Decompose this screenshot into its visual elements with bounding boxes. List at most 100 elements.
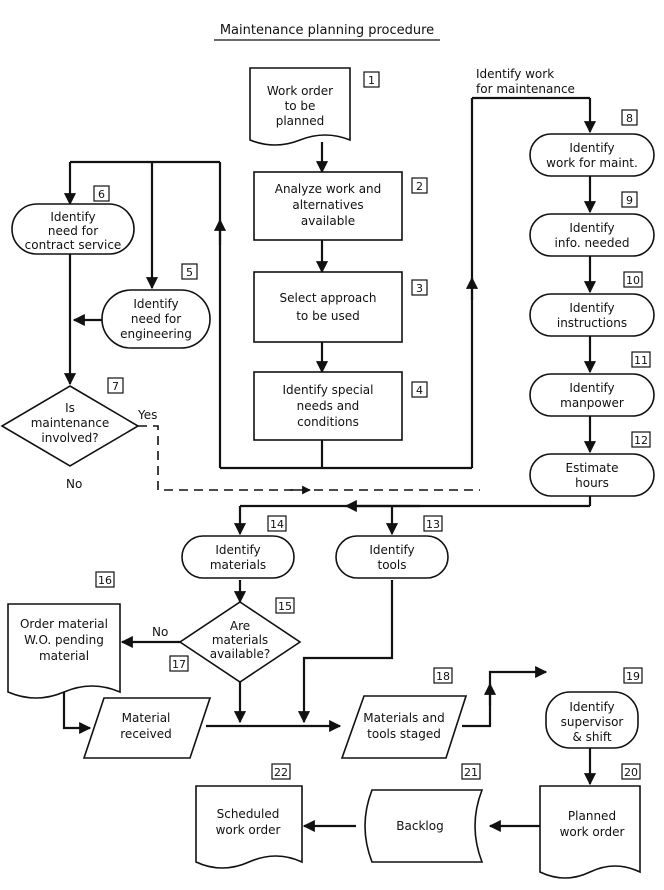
num-box-17: 17 [169, 655, 189, 672]
node-12-estimate-hours: Estimate hours [529, 453, 655, 497]
node-2-line-1: Analyze work and [275, 182, 382, 196]
node-5-engineering: Identify need for engineering [101, 289, 211, 349]
num-box-11: 11 [631, 351, 651, 368]
num-box-9: 9 [621, 191, 638, 208]
node-6-contract-service: Identify need for contract service [11, 203, 135, 255]
label-no-decision-7: No [66, 477, 82, 491]
svg-text:4: 4 [416, 384, 423, 397]
node-15-line-1: Are [230, 619, 250, 633]
node-19-line-3: & shift [572, 730, 611, 744]
num-box-8: 8 [621, 109, 638, 126]
svg-text:21: 21 [464, 766, 478, 779]
svg-text:19: 19 [626, 670, 640, 683]
node-20-line-2: work order [560, 825, 625, 839]
svg-text:3: 3 [416, 282, 423, 295]
node-18-line-2: tools staged [367, 727, 441, 741]
node-21-backlog: Backlog [364, 789, 484, 863]
svg-text:2: 2 [416, 180, 423, 193]
node-15-decision-materials: Are materials available? [178, 601, 302, 683]
svg-text:8: 8 [626, 112, 633, 125]
node-14-line-2: materials [210, 558, 266, 572]
svg-text:12: 12 [634, 434, 648, 447]
node-10-line-2: instructions [557, 316, 627, 330]
node-16-line-2: W.O. pending [24, 633, 104, 647]
num-box-3: 3 [411, 279, 428, 296]
num-box-14: 14 [267, 515, 287, 532]
node-20-line-1: Planned [568, 809, 616, 823]
node-18-line-1: Materials and [363, 711, 444, 725]
node-1-line-1: Work order [267, 84, 333, 98]
node-2-analyze-work: Analyze work and alternatives available [253, 171, 403, 241]
svg-text:18: 18 [436, 670, 450, 683]
node-10-instructions: Identify instructions [529, 293, 655, 337]
node-4-identify-special-needs: Identify special needs and conditions [253, 371, 403, 441]
num-box-10: 10 [623, 271, 643, 288]
node-3-select-approach: Select approach to be used [253, 271, 403, 343]
svg-text:10: 10 [626, 274, 640, 287]
num-box-5: 5 [181, 263, 198, 280]
svg-text:5: 5 [186, 266, 193, 279]
node-8-line-1: Identify [569, 141, 614, 155]
svg-text:7: 7 [112, 380, 119, 393]
label-identify-work-line-1: Identify work [476, 67, 554, 81]
node-12-line-1: Estimate [565, 461, 618, 475]
node-10-line-1: Identify [569, 301, 614, 315]
node-2-line-2: alternatives [292, 198, 363, 212]
node-11-manpower: Identify manpower [529, 373, 655, 417]
node-4-line-2: needs and [297, 399, 360, 413]
num-box-22: 22 [271, 763, 291, 780]
num-box-4: 4 [411, 381, 428, 398]
svg-text:14: 14 [270, 518, 284, 531]
node-7-line-1: Is [65, 401, 75, 415]
num-box-18: 18 [433, 667, 453, 684]
svg-text:11: 11 [634, 354, 648, 367]
label-yes: Yes [137, 408, 157, 422]
node-9-line-2: info. needed [555, 236, 630, 250]
node-5-line-1: Identify [133, 297, 178, 311]
num-box-7: 7 [107, 377, 124, 394]
num-box-6: 6 [93, 185, 110, 202]
label-identify-work-line-2: for maintenance [476, 82, 575, 96]
num-box-19: 19 [623, 667, 643, 684]
node-19-line-2: supervisor [561, 715, 624, 729]
node-17-material-received: Material received [82, 697, 212, 759]
node-16-order-material: Order material W.O. pending material [7, 603, 121, 699]
num-box-1: 1 [363, 71, 380, 88]
node-15-line-2: materials [212, 633, 268, 647]
node-7-line-3: involved? [41, 431, 98, 445]
node-22-line-1: Scheduled [217, 807, 280, 821]
svg-text:16: 16 [98, 574, 112, 587]
node-13-line-2: tools [378, 558, 407, 572]
node-9-line-1: Identify [569, 221, 614, 235]
node-3-line-2: to be used [296, 309, 360, 323]
node-12-line-2: hours [575, 476, 609, 490]
num-box-12: 12 [631, 431, 651, 448]
node-13-tools: Identify tools [335, 535, 449, 579]
node-17-line-2: received [120, 727, 171, 741]
svg-text:1: 1 [368, 74, 375, 87]
svg-text:9: 9 [626, 194, 633, 207]
node-16-line-1: Order material [20, 617, 108, 631]
svg-text:20: 20 [624, 766, 638, 779]
num-box-20: 20 [621, 763, 641, 780]
node-6-line-3: contract service [25, 238, 122, 252]
node-14-materials: Identify materials [181, 535, 295, 579]
num-box-13: 13 [423, 515, 443, 532]
step-number-boxes: 1 2 3 4 5 6 7 8 9 10 11 12 13 14 15 16 1… [93, 71, 651, 780]
node-5-line-2: need for [131, 312, 181, 326]
svg-text:6: 6 [98, 188, 105, 201]
node-6-line-1: Identify [50, 210, 95, 224]
node-7-decision-maintenance: Is maintenance involved? [0, 385, 140, 467]
node-13-line-1: Identify [369, 543, 414, 557]
svg-text:15: 15 [278, 600, 292, 613]
node-8-line-2: work for maint. [546, 156, 638, 170]
node-20-planned-work-order: Planned work order [539, 785, 641, 879]
node-8-work-for-maint: Identify work for maint. [529, 133, 655, 177]
node-9-info-needed: Identify info. needed [529, 213, 655, 257]
node-4-line-3: conditions [297, 415, 359, 429]
node-19-supervisor-shift: Identify supervisor & shift [545, 691, 639, 749]
num-box-2: 2 [411, 177, 428, 194]
node-11-line-2: manpower [560, 396, 624, 410]
node-21-line-1: Backlog [396, 819, 443, 833]
